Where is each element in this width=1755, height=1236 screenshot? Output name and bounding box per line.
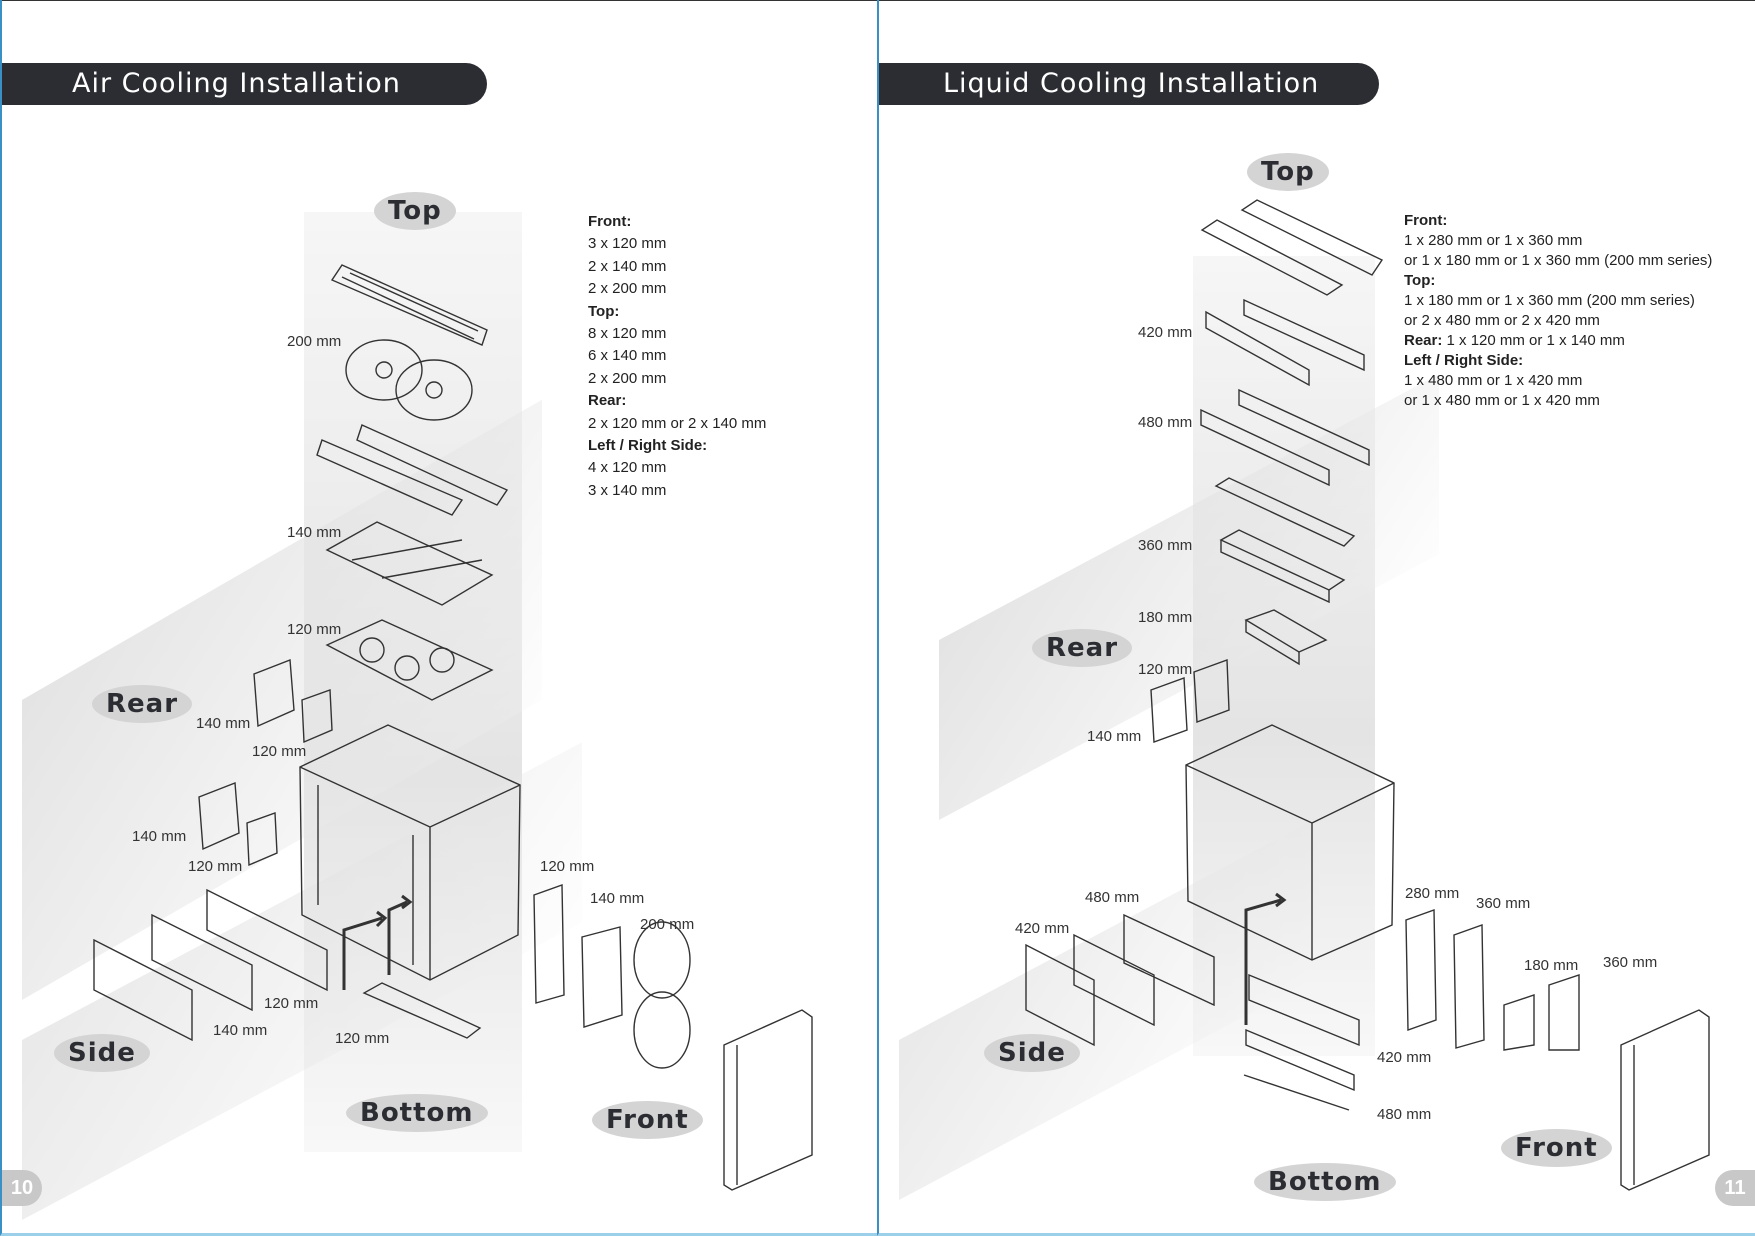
spec-line: 2 x 120 mm or 2 x 140 mm [588,414,767,432]
size-label: 120 mm [252,743,307,760]
zone-label-side: Side [984,1034,1080,1072]
top-360mm-radiator-illustration [1219,529,1346,604]
page-number: 10 [2,1170,42,1206]
top-rule [879,0,1755,1]
spec-heading-rear: Rear: [1404,332,1443,349]
spec-line-rear: Rear: 1 x 120 mm or 1 x 140 mm [1404,331,1712,351]
front-fans-illustration [533,884,691,1069]
size-label: 480 mm [1377,1106,1432,1123]
top-dust-filters-illustration [1200,199,1384,296]
spec-line: 1 x 480 mm or 1 x 420 mm [1404,372,1583,389]
spec-heading-front: Front: [1404,212,1448,229]
page-air-cooling: Air Cooling Installation [0,0,877,1236]
side-rear-fans-illustration [198,782,278,867]
liquid-cooling-specs: Front: 1 x 280 mm or 1 x 360 mm or 1 x 1… [1404,211,1712,411]
size-label: 140 mm [287,524,342,541]
size-label: 120 mm [335,1030,390,1047]
front-panel-illustration [723,1009,813,1191]
size-label: 480 mm [1085,889,1140,906]
top-dual-filter-illustration [316,424,509,516]
page-liquid-cooling: Liquid Cooling Installation Top Rear Si [877,0,1755,1236]
top-200mm-fans-illustration [345,339,473,421]
front-radiators-illustration [1405,909,1580,1051]
spec-line: 8 x 120 mm [588,325,667,343]
zone-label-rear: Rear [92,685,193,723]
size-label: 200 mm [640,916,695,933]
top-120mm-fans-illustration [325,619,494,701]
top-420mm-radiators-illustration [1205,298,1365,387]
zone-label-bottom: Bottom [1254,1163,1396,1201]
size-label: 280 mm [1405,885,1460,902]
zone-label-side: Side [54,1034,150,1072]
size-label: 140 mm [590,890,645,907]
spec-rear-text: 1 x 120 mm or 1 x 140 mm [1442,332,1625,349]
size-label: 120 mm [1138,661,1193,678]
size-label: 120 mm [264,995,319,1012]
size-label: 420 mm [1138,324,1193,341]
spec-line: 2 x 140 mm [588,257,667,275]
rear-radiators-illustration [1150,659,1230,743]
side-fans-and-bracket-illustration [93,888,328,1042]
spec-line: 2 x 200 mm [588,369,667,387]
spec-line: 4 x 120 mm [588,459,667,477]
zone-label-front: Front [592,1101,703,1139]
zone-label-front: Front [1501,1129,1612,1167]
zone-label-rear: Rear [1032,629,1133,667]
chassis-illustration [299,724,521,981]
spec-heading-front: Front: [588,213,632,230]
top-180mm-radiator-illustration [1244,609,1328,666]
top-dust-filter-illustration [330,264,488,346]
spec-line: 1 x 180 mm or 1 x 360 mm (200 mm series) [1404,292,1695,309]
size-label: 480 mm [1138,414,1193,431]
spec-heading-side: Left / Right Side: [1404,352,1524,369]
size-label: 420 mm [1015,920,1070,937]
size-label: 180 mm [1138,609,1193,626]
size-label: 360 mm [1476,895,1531,912]
spec-line: 6 x 140 mm [588,347,667,365]
zone-label-top: Top [374,192,456,230]
side-radiators-illustration [1025,913,1215,1047]
top-rule [2,0,877,1]
spec-heading-top: Top: [588,302,620,320]
spec-line: 2 x 200 mm [588,280,667,298]
rear-fans-illustration [253,659,333,744]
air-cooling-specs: Front: 3 x 120 mm 2 x 140 mm 2 x 200 mm … [588,211,766,502]
bottom-radiators-illustration [1243,973,1360,1111]
spec-heading-rear: Rear: [588,392,627,410]
spec-line: or 2 x 480 mm or 2 x 420 mm [1404,312,1600,329]
spec-line: or 1 x 180 mm or 1 x 360 mm (200 mm seri… [1404,252,1713,269]
spec-heading-side: Left / Right Side: [588,437,708,455]
section-header-air-cooling: Air Cooling Installation [2,63,487,105]
spec-line: 3 x 140 mm [588,481,667,499]
top-filter-illustration [1214,477,1356,547]
size-label: 200 mm [287,333,342,350]
front-panel-illustration [1620,1009,1710,1191]
size-label: 360 mm [1138,537,1193,554]
installation-arrows [342,894,413,990]
page-number: 11 [1715,1170,1755,1206]
top-140mm-fans-illustration [325,521,494,606]
bottom-120mm-fans-illustration [362,982,482,1039]
size-label: 420 mm [1377,1049,1432,1066]
size-label: 360 mm [1603,954,1658,971]
size-label: 140 mm [1087,728,1142,745]
zone-label-top: Top [1247,153,1329,191]
size-label: 120 mm [287,621,342,638]
spec-heading-top: Top: [1404,272,1436,289]
size-label: 140 mm [132,828,187,845]
zone-label-bottom: Bottom [346,1094,488,1132]
size-label: 180 mm [1524,957,1579,974]
spec-line: 3 x 120 mm [588,235,667,253]
size-label: 120 mm [540,858,595,875]
spec-line: or 1 x 480 mm or 1 x 420 mm [1404,392,1600,409]
section-header-liquid-cooling: Liquid Cooling Installation [879,63,1379,105]
size-label: 140 mm [213,1022,268,1039]
size-label: 120 mm [188,858,243,875]
chassis-illustration [1185,724,1395,961]
top-480mm-radiators-illustration [1200,388,1370,487]
size-label: 140 mm [196,715,251,732]
installation-arrow [1244,892,1287,1025]
spec-line: 1 x 280 mm or 1 x 360 mm [1404,232,1583,249]
